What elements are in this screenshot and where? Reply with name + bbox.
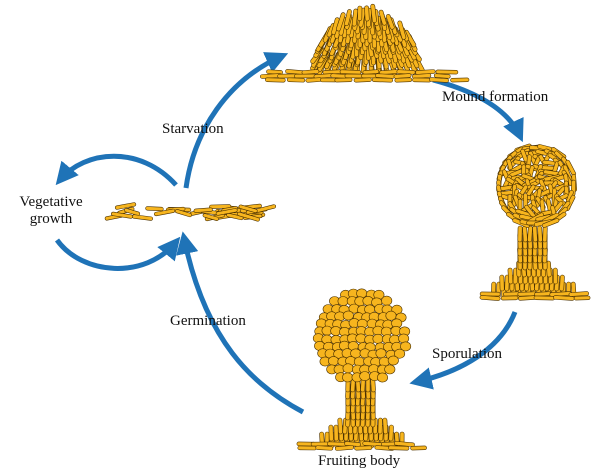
rod-cell [132, 215, 153, 221]
rod-cell [338, 418, 343, 434]
rod-cell [372, 78, 393, 82]
rod-cell [411, 446, 427, 450]
rod-cell [320, 78, 336, 82]
rod-cell [389, 425, 394, 441]
rod-cell [451, 78, 469, 82]
rod-cell [354, 78, 372, 83]
rod-cell [316, 446, 333, 451]
rod-cell [395, 78, 412, 82]
rod-cell [294, 74, 316, 78]
rod-cell [388, 446, 409, 450]
spore-cell [388, 356, 398, 365]
mound-formation-label: Mound formation [442, 89, 548, 106]
vegetative-growth-label-line1: Vegetative [12, 194, 90, 211]
spore-cell [376, 349, 386, 358]
fruiting-body-illustration [297, 289, 427, 451]
rod-cell [574, 296, 590, 300]
rod-cell [298, 446, 317, 450]
rod-cell [518, 296, 536, 301]
rod-cell [559, 275, 564, 291]
spore-cell [354, 357, 364, 366]
starvation-label: Starvation [162, 121, 224, 138]
rod-cell [412, 78, 430, 82]
rod-cell [327, 442, 346, 446]
sporulation-label: Sporulation [432, 346, 502, 363]
fruiting-body-label: Fruiting body [318, 453, 400, 470]
rod-cell [522, 226, 527, 242]
rod-cell [311, 442, 329, 446]
rod-cell [501, 296, 518, 300]
vegetative-growth-label-line2: growth [12, 211, 90, 228]
rod-cell [503, 292, 520, 297]
spore-cell [342, 373, 352, 382]
rod-cell [500, 275, 505, 291]
rod-cell [518, 226, 523, 242]
mound-illustration [260, 4, 469, 83]
spore-cell [373, 334, 383, 343]
rod-cell [340, 70, 361, 75]
rod-cell [306, 78, 322, 83]
rod-cell [364, 6, 369, 22]
rod-cell [265, 78, 285, 82]
rod-cell [287, 78, 305, 82]
vegetative-growth-label: Vegetative growth [12, 194, 90, 228]
spore-cell [328, 356, 338, 365]
spore-cell [338, 297, 348, 306]
rod-cell [508, 268, 513, 284]
germination-label: Germination [170, 313, 246, 330]
rod-cell [335, 78, 352, 82]
rod-cell [354, 446, 372, 451]
vegetative-growth-lower-arrow [57, 240, 176, 268]
rod-cell [329, 425, 334, 441]
spore-cell [385, 365, 395, 374]
rod-cell [334, 425, 339, 441]
rod-cell [436, 70, 458, 74]
rod-cell [543, 226, 548, 242]
vegetative-growth-upper-arrow [60, 156, 176, 185]
rod-cell [553, 268, 558, 284]
spore-cell [343, 364, 353, 373]
vegetative-cells-illustration [105, 202, 276, 221]
rod-cell [537, 226, 542, 242]
rod-cell [146, 206, 164, 210]
rod-cell [358, 6, 362, 21]
rod-cell [534, 296, 555, 300]
rod-cell [532, 226, 537, 242]
developing-fruiting-body-illustration [480, 143, 590, 300]
spore-cell [382, 296, 392, 305]
rod-cell [527, 226, 532, 242]
spore-cell [377, 373, 387, 382]
spore-cell [360, 372, 370, 381]
rod-cell [383, 418, 388, 434]
rod-cell [378, 418, 383, 434]
